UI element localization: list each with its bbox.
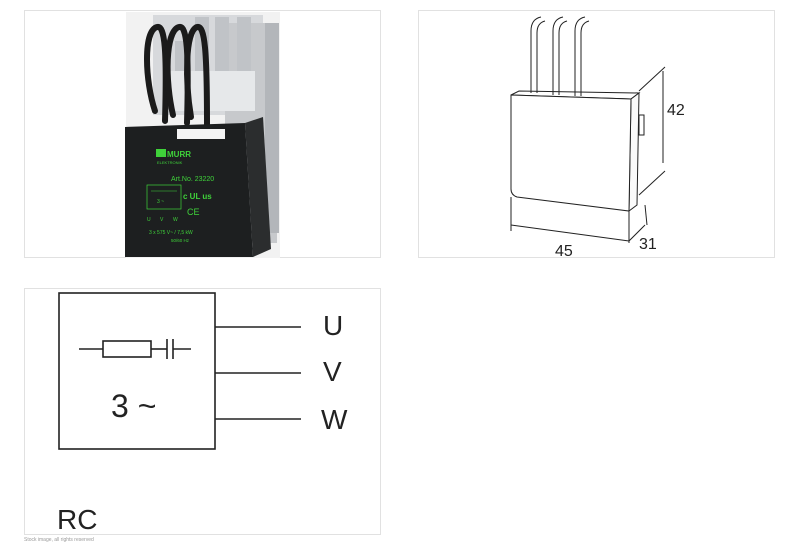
art-no-label: Art.No. 23220	[171, 176, 214, 183]
ce-mark: CE	[187, 207, 200, 217]
dimension-drawing: 42 45 31	[510, 16, 685, 259]
phase-symbol-text: 3 ~	[111, 388, 156, 424]
dim-height: 42	[667, 102, 685, 119]
photo-phase-w: W	[173, 217, 178, 223]
terminal-v: V	[323, 356, 342, 387]
terminal-w: W	[321, 404, 348, 435]
photo-phase-u: U	[147, 217, 151, 223]
schematic-diagram: 3 ~ U V W RC	[57, 292, 348, 535]
type-label: RC	[57, 504, 97, 535]
frequency-label: 50/60 Hz	[171, 238, 190, 243]
product-photo-panel: MURR ELEKTRONIK Art.No. 23220 3 ~ c UL u…	[24, 10, 381, 258]
schematic-panel: 3 ~ U V W RC	[24, 288, 381, 535]
brand-sub-label: ELEKTRONIK	[157, 160, 183, 165]
rating-label: 3 x 575 V~ / 7,5 kW	[149, 230, 193, 236]
photo-phase-v: V	[160, 217, 164, 223]
photo-symbol-text: 3 ~	[157, 199, 164, 205]
product-photo: MURR ELEKTRONIK Art.No. 23220 3 ~ c UL u…	[125, 12, 280, 258]
dim-depth: 31	[639, 236, 657, 253]
footnote: Stock image, all rights reserved	[24, 537, 94, 543]
dim-width: 45	[555, 243, 573, 259]
dimension-drawing-panel: 42 45 31	[418, 10, 775, 259]
terminal-u: U	[323, 310, 343, 341]
brand-label: MURR	[167, 150, 191, 159]
ul-mark: c UL us	[183, 192, 212, 201]
